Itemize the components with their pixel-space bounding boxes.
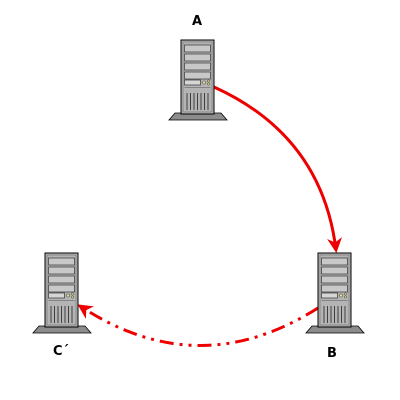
edge-a-to-b (213, 85, 342, 253)
node-label-a: A (192, 14, 202, 29)
edge-b-to-c (77, 304, 319, 347)
node-c: C´ (32, 252, 92, 359)
node-label-c: C´ (53, 344, 69, 359)
node-label-b: B (327, 346, 337, 361)
node-b: B (305, 252, 365, 361)
node-a: A (168, 14, 228, 121)
server-tower-icon (168, 39, 228, 121)
server-tower-icon (32, 252, 92, 334)
server-tower-icon (305, 252, 365, 334)
